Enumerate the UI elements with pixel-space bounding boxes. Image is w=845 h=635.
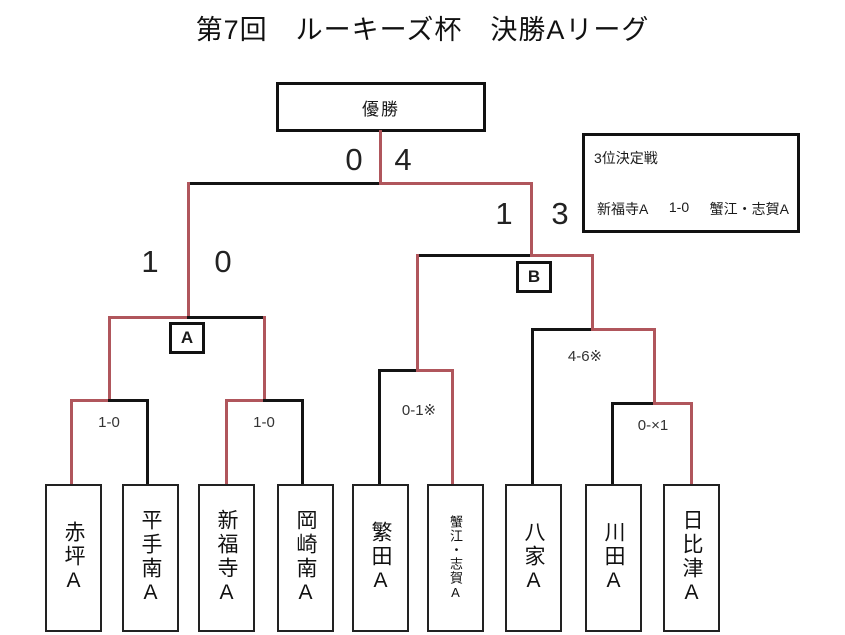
- r2-right-line: [591, 328, 656, 331]
- team-box-okazaki-minami: 岡崎南A: [277, 484, 334, 632]
- team-name: 川田A: [602, 521, 625, 595]
- team-box-shigeta: 繁田A: [352, 484, 409, 632]
- m1-right-line: [108, 399, 149, 402]
- block-a-box: A: [169, 322, 205, 354]
- sf-b-score-left: 1: [495, 196, 513, 231]
- team-name: 八家A: [522, 521, 545, 595]
- team-box-hachiya: 八家A: [505, 484, 562, 632]
- m3-right-leg: [451, 369, 454, 486]
- team-box-kanie-shiga: 蟹江・志賀A: [427, 484, 484, 632]
- m1-right-leg: [146, 399, 149, 486]
- m3-left-line: [378, 369, 419, 372]
- block-b-label: B: [527, 267, 541, 286]
- sf-a-left-leg: [108, 316, 111, 402]
- sf-a-right-line: [187, 316, 266, 319]
- page-title: 第7回 ルーキーズ杯 決勝Aリーグ: [195, 15, 650, 45]
- sf-b-left-leg: [416, 254, 419, 371]
- champion-stem-line: [379, 130, 382, 185]
- r2-left-leg: [531, 328, 534, 486]
- sf-b-right-leg: [591, 254, 594, 331]
- final-score-left: 0: [345, 142, 363, 177]
- sf-b-left-line: [416, 254, 533, 257]
- final-right-line: [379, 182, 533, 185]
- m2-left-leg: [225, 399, 228, 486]
- team-box-hirate-minami: 平手南A: [122, 484, 179, 632]
- champion-label: 優勝: [362, 99, 400, 119]
- m4-right-line: [653, 402, 693, 405]
- m2-right-leg: [301, 399, 304, 486]
- r2-left-line: [531, 328, 593, 331]
- m2-score: 1-0: [253, 414, 275, 431]
- m3-right-line: [416, 369, 454, 372]
- team-box-kawada: 川田A: [585, 484, 642, 632]
- m2-left-line: [225, 399, 266, 402]
- team-name: 繁田A: [369, 521, 392, 595]
- team-name: 新福寺A: [215, 509, 238, 607]
- team-box-shinpukuji: 新福寺A: [198, 484, 255, 632]
- m4-right-leg: [690, 402, 693, 486]
- sf-b-score-right: 3: [551, 196, 569, 231]
- third-place-left-team: 新福寺A: [597, 201, 649, 217]
- r2-score: 4-6※: [567, 348, 603, 365]
- third-place-right-team: 蟹江・志賀A: [709, 201, 789, 217]
- sf-a-left-line: [108, 316, 189, 319]
- third-place-box: 3位決定戦 新福寺A 1-0 蟹江・志賀A: [582, 133, 800, 233]
- sf-a-score-left: 1: [141, 244, 159, 279]
- m1-left-line: [70, 399, 111, 402]
- final-left-line: [187, 182, 382, 185]
- final-score-right: 4: [394, 142, 412, 177]
- champion-box: 優勝: [276, 82, 486, 132]
- sf-a-right-leg: [263, 316, 266, 402]
- sf-a-score-right: 0: [214, 244, 232, 279]
- final-right-leg: [530, 182, 533, 257]
- team-name: 平手南A: [139, 509, 162, 607]
- final-left-leg: [187, 182, 190, 319]
- m3-score: 0-1※: [401, 402, 437, 419]
- m1-score: 1-0: [98, 414, 120, 431]
- team-box-akatsubo: 赤坪A: [45, 484, 102, 632]
- m1-left-leg: [70, 399, 73, 486]
- m4-left-leg: [611, 402, 614, 486]
- block-b-box: B: [516, 261, 552, 293]
- team-box-hibitsu: 日比津A: [663, 484, 720, 632]
- team-name: 赤坪A: [62, 521, 85, 595]
- m4-left-line: [611, 402, 656, 405]
- sf-b-right-line: [530, 254, 594, 257]
- team-name: 岡崎南A: [294, 509, 317, 607]
- m4-score: 0-×1: [637, 417, 669, 434]
- r2-right-leg: [653, 328, 656, 405]
- m2-right-line: [263, 399, 304, 402]
- third-place-result: 新福寺A 1-0 蟹江・志賀A: [597, 199, 789, 219]
- m3-left-leg: [378, 369, 381, 486]
- team-name: 日比津A: [680, 509, 703, 607]
- third-place-heading: 3位決定戦: [594, 150, 658, 166]
- third-place-score: 1-0: [668, 199, 690, 215]
- block-a-label: A: [180, 328, 194, 347]
- team-name: 蟹江・志賀A: [448, 515, 463, 601]
